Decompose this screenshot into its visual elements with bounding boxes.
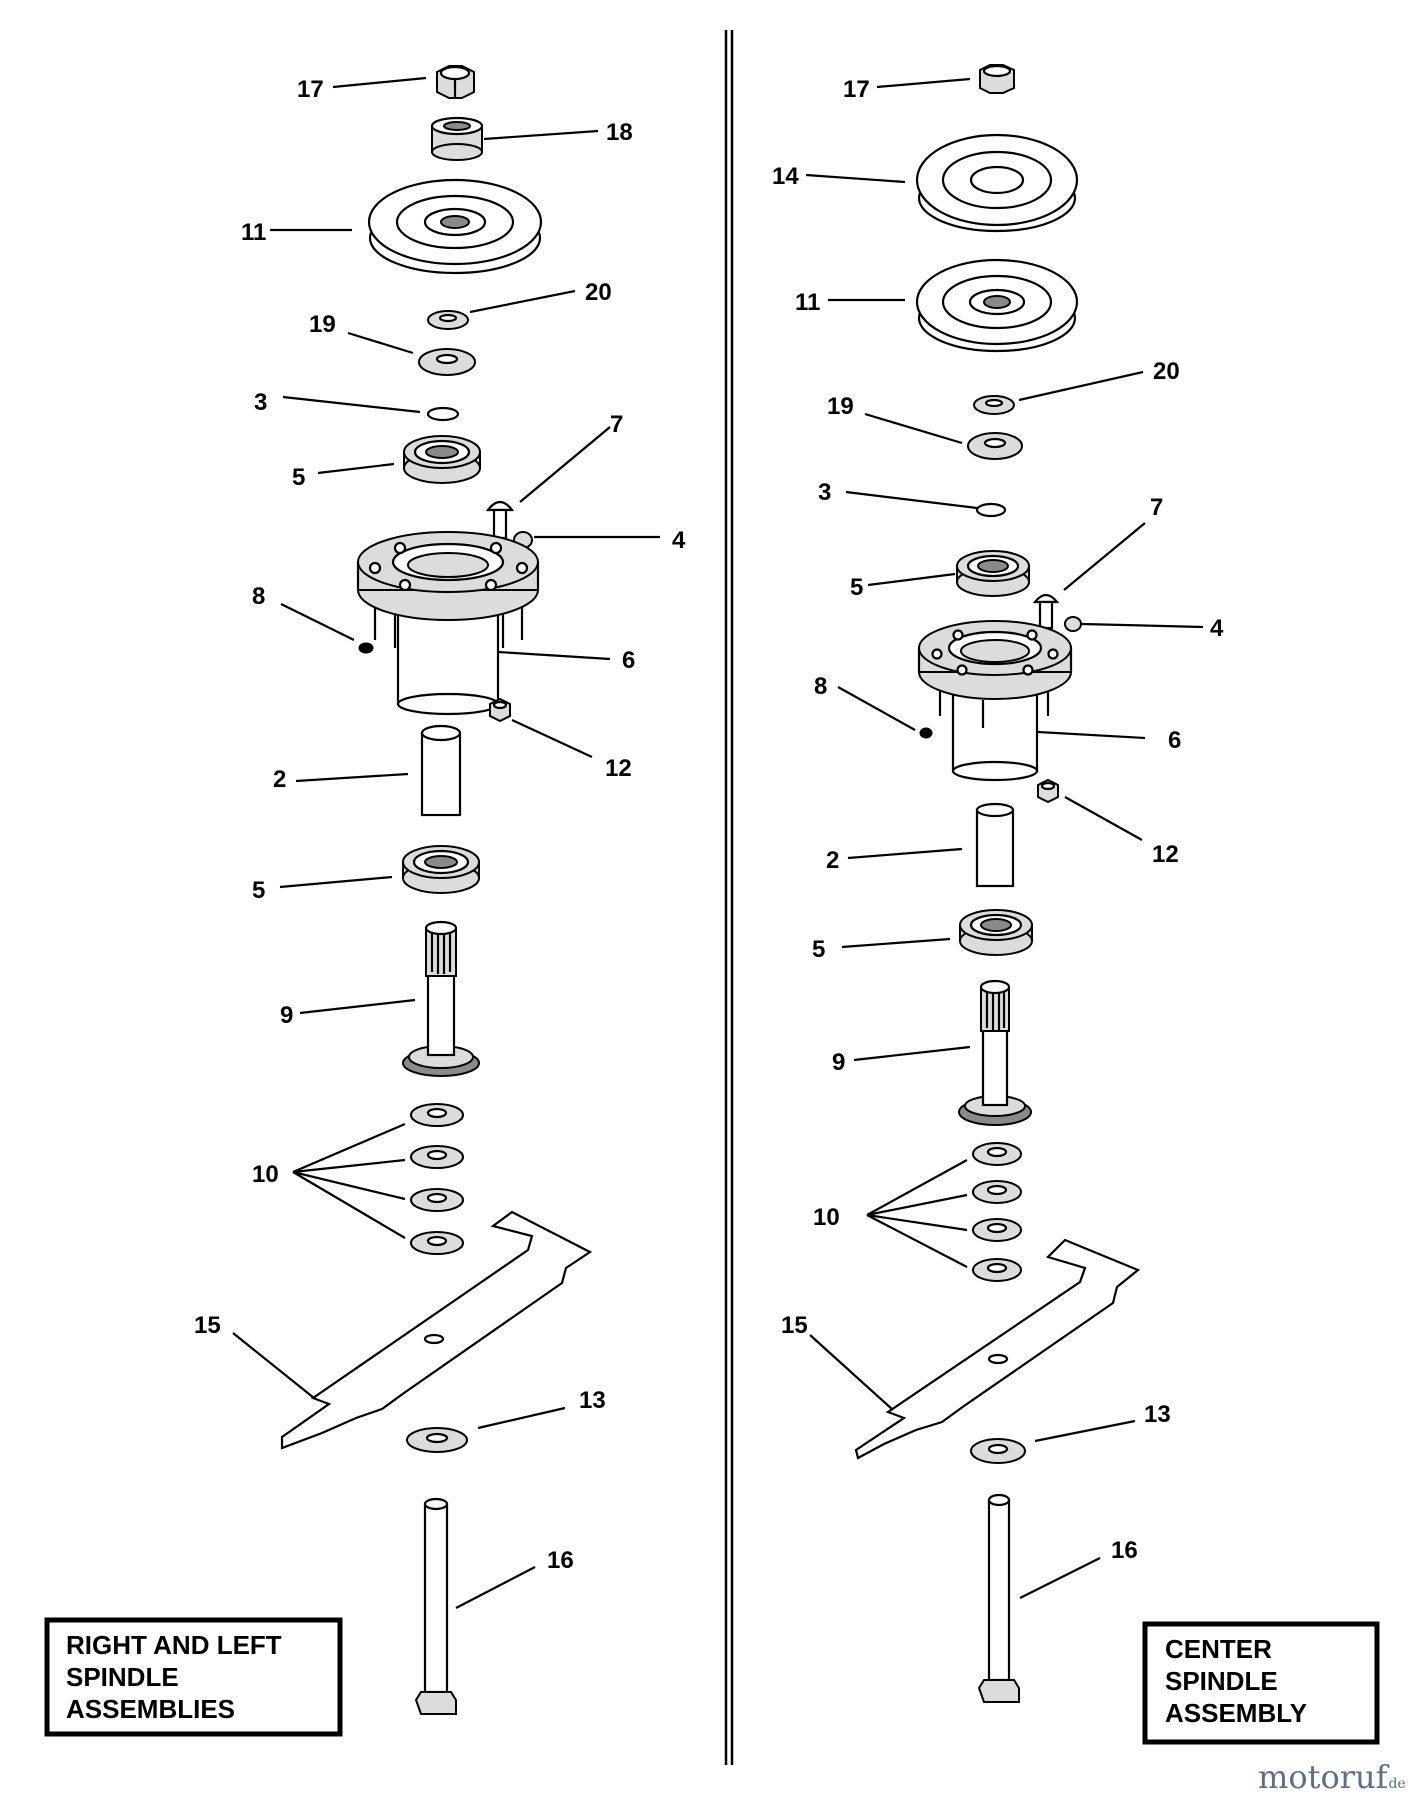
watermark-main: motoruf — [1258, 1758, 1390, 1796]
part-19-washer — [418, 348, 476, 376]
part-5-bearing-bottom — [959, 909, 1033, 956]
callout-4: 4 — [672, 527, 686, 554]
right-panel: 17 14 11 20 19 3 5 7 4 8 6 12 2 5 9 10 1… — [772, 64, 1380, 1745]
left-title-box: RIGHT AND LEFT SPINDLE ASSEMBLIES — [44, 1617, 343, 1737]
part-3-ring — [975, 502, 1007, 518]
callout-16: 16 — [1111, 1537, 1138, 1564]
callout-2: 2 — [826, 847, 839, 874]
callout-5-top: 5 — [292, 464, 305, 491]
callout-5-bottom: 5 — [812, 936, 825, 963]
part-15-blade — [854, 1238, 1141, 1460]
left-callout-labels: 17 18 11 20 19 3 5 7 4 8 6 12 2 5 9 10 1… — [194, 76, 686, 1574]
callout-18: 18 — [606, 119, 633, 146]
part-9-spindle-shaft — [958, 979, 1032, 1126]
callout-4: 4 — [1210, 615, 1224, 642]
callout-2: 2 — [273, 766, 286, 793]
callout-11: 11 — [241, 219, 266, 246]
right-title-line-3: ASSEMBLY — [1165, 1698, 1307, 1728]
callout-7: 7 — [610, 411, 623, 438]
part-15-blade — [280, 1210, 593, 1450]
part-10-washers — [410, 1103, 464, 1255]
right-title-line-1: CENTER — [1165, 1634, 1272, 1664]
callout-14: 14 — [772, 163, 799, 190]
callout-6: 6 — [622, 647, 635, 674]
part-2-spacer-tube — [975, 802, 1015, 888]
part-13-washer — [970, 1438, 1026, 1464]
part-5-bearing-top — [403, 435, 481, 484]
callout-13: 13 — [579, 1387, 606, 1414]
callout-10: 10 — [252, 1161, 279, 1188]
callout-20: 20 — [585, 279, 612, 306]
callout-17: 17 — [297, 76, 324, 103]
callout-16: 16 — [547, 1547, 574, 1574]
callout-13: 13 — [1144, 1401, 1171, 1428]
part-17-nut — [436, 65, 475, 99]
callout-12: 12 — [605, 755, 632, 782]
part-18-spacer — [430, 116, 484, 161]
callout-10: 10 — [813, 1204, 840, 1231]
callout-5-bottom: 5 — [252, 877, 265, 904]
part-5-bearing-bottom — [402, 845, 480, 894]
left-leader-lines — [232, 76, 660, 1609]
part-7-carriage-bolt — [485, 500, 515, 540]
part-7-carriage-bolt — [1032, 593, 1060, 630]
callout-15: 15 — [194, 1312, 221, 1339]
left-title-line-2: SPINDLE — [66, 1662, 179, 1692]
left-panel: 17 18 11 20 19 3 5 7 4 8 6 12 2 5 9 10 1… — [44, 65, 686, 1737]
part-8-grease-fitting — [358, 642, 374, 654]
part-8-grease-fitting — [919, 727, 933, 739]
callout-8: 8 — [252, 583, 265, 610]
callout-19: 19 — [309, 311, 336, 338]
part-16-bolt — [414, 1497, 457, 1715]
right-callout-labels: 17 14 11 20 19 3 5 7 4 8 6 12 2 5 9 10 1… — [772, 76, 1224, 1564]
watermark: motoruf .de — [1258, 1758, 1406, 1796]
left-title-line-1: RIGHT AND LEFT — [66, 1630, 282, 1660]
callout-8: 8 — [814, 673, 827, 700]
callout-11: 11 — [795, 289, 820, 316]
part-17-nut — [979, 64, 1015, 94]
part-20-washer — [427, 310, 469, 330]
part-19-washer — [967, 432, 1023, 460]
part-16-bolt — [977, 1493, 1020, 1703]
callout-19: 19 — [827, 393, 854, 420]
part-2-spacer-tube — [420, 724, 462, 817]
callout-3: 3 — [254, 389, 267, 416]
part-4-nut — [1064, 616, 1082, 632]
part-14-pulley — [915, 133, 1079, 233]
right-title-box: CENTER SPINDLE ASSEMBLY — [1142, 1621, 1380, 1745]
callout-7: 7 — [1150, 494, 1163, 521]
part-20-washer — [973, 395, 1015, 415]
callout-6: 6 — [1168, 727, 1181, 754]
watermark-suffix: .de — [1384, 1776, 1406, 1792]
right-title-line-2: SPINDLE — [1165, 1666, 1278, 1696]
part-12-nut — [1037, 778, 1059, 804]
part-6-spindle-housing — [917, 620, 1073, 782]
callout-17: 17 — [843, 76, 870, 103]
part-5-bearing-top — [956, 550, 1030, 597]
left-title-line-3: ASSEMBLIES — [66, 1694, 235, 1724]
callout-20: 20 — [1153, 358, 1180, 385]
part-6-spindle-housing — [356, 531, 540, 716]
callout-5-top: 5 — [850, 574, 863, 601]
panel-divider — [724, 30, 734, 1765]
callout-9: 9 — [832, 1049, 845, 1076]
part-11-pulley — [367, 178, 543, 275]
callout-12: 12 — [1152, 841, 1179, 868]
part-11-pulley — [915, 258, 1079, 353]
part-3-ring — [426, 406, 460, 422]
callout-9: 9 — [280, 1002, 293, 1029]
part-10-washers — [972, 1142, 1022, 1282]
callout-15: 15 — [781, 1312, 808, 1339]
part-9-spindle-shaft — [402, 920, 480, 1077]
right-leader-lines — [805, 77, 1204, 1599]
part-13-washer — [406, 1427, 468, 1453]
callout-3: 3 — [818, 479, 831, 506]
part-12-nut — [489, 697, 511, 723]
